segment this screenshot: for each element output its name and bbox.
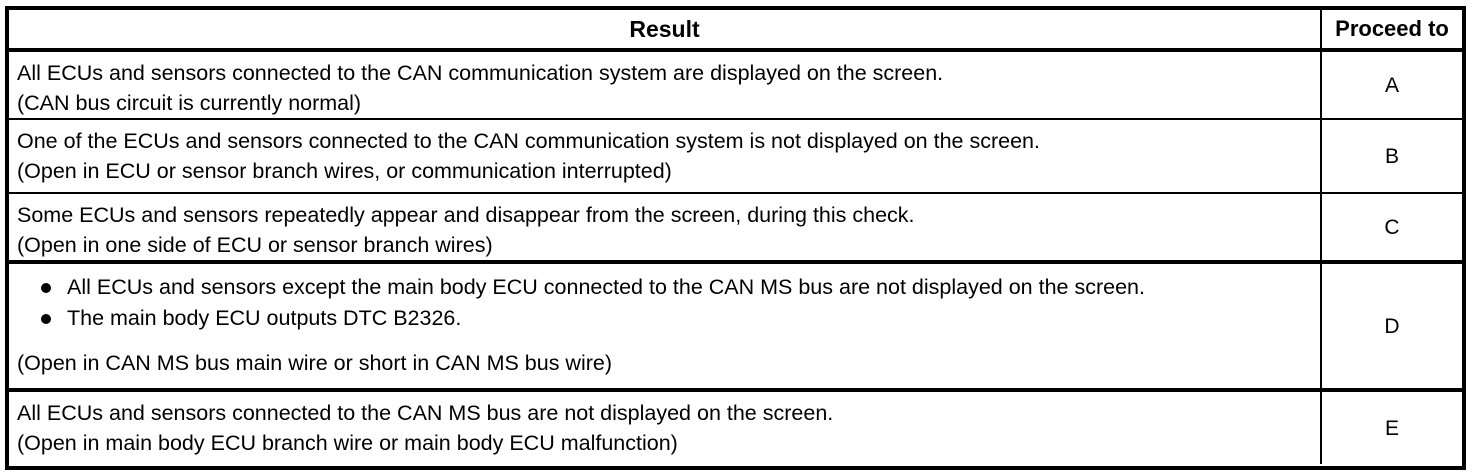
result-cell-a: All ECUs and sensors connected to the CA… xyxy=(9,52,1322,118)
bullet-dot-icon xyxy=(41,314,51,324)
proceed-to-value: D xyxy=(1384,314,1400,338)
result-proceed-table: Result Proceed to All ECUs and sensors c… xyxy=(5,6,1466,470)
bullet-dot-icon xyxy=(41,283,51,293)
bullet-text: The main body ECU outputs DTC B2326. xyxy=(67,306,462,330)
proceed-to-value: E xyxy=(1384,416,1399,440)
result-cell-e: All ECUs and sensors connected to the CA… xyxy=(9,392,1322,464)
column-header-result: Result xyxy=(9,10,1322,48)
result-line: (Open in one side of ECU or sensor branc… xyxy=(17,233,493,257)
bullet-list: All ECUs and sensors except the main bod… xyxy=(17,272,1312,334)
result-cell-d: All ECUs and sensors except the main bod… xyxy=(9,264,1322,388)
result-line: All ECUs and sensors connected to the CA… xyxy=(17,61,944,85)
proceed-to-value: A xyxy=(1384,73,1399,97)
result-cell-c: Some ECUs and sensors repeatedly appear … xyxy=(9,194,1322,260)
result-line: (CAN bus circuit is currently normal) xyxy=(17,91,362,115)
proceed-to-cell-d: D xyxy=(1322,264,1462,388)
result-line: One of the ECUs and sensors connected to… xyxy=(17,129,1040,153)
proceed-to-cell-a: A xyxy=(1322,52,1462,118)
column-header-proceed-to: Proceed to xyxy=(1322,10,1462,48)
bullet-text: All ECUs and sensors except the main bod… xyxy=(67,275,1145,299)
table-row: One of the ECUs and sensors connected to… xyxy=(9,120,1462,194)
result-line: (Open in main body ECU branch wire or ma… xyxy=(17,431,678,455)
result-line: All ECUs and sensors connected to the CA… xyxy=(17,401,834,425)
result-cell-b: One of the ECUs and sensors connected to… xyxy=(9,120,1322,192)
column-header-result-label: Result xyxy=(629,15,700,42)
result-line: Some ECUs and sensors repeatedly appear … xyxy=(17,203,915,227)
result-line: (Open in ECU or sensor branch wires, or … xyxy=(17,159,672,183)
table-row: All ECUs and sensors connected to the CA… xyxy=(9,52,1462,120)
table-row: All ECUs and sensors connected to the CA… xyxy=(9,392,1462,464)
proceed-to-value: B xyxy=(1384,144,1399,168)
table-row: Some ECUs and sensors repeatedly appear … xyxy=(9,194,1462,264)
list-item: The main body ECU outputs DTC B2326. xyxy=(17,303,1312,334)
column-header-proceed-to-label: Proceed to xyxy=(1335,16,1449,41)
proceed-to-cell-c: C xyxy=(1322,194,1462,260)
table-row: All ECUs and sensors except the main bod… xyxy=(9,264,1462,392)
result-line: (Open in CAN MS bus main wire or short i… xyxy=(17,351,613,375)
proceed-to-cell-b: B xyxy=(1322,120,1462,192)
proceed-to-cell-e: E xyxy=(1322,392,1462,464)
list-item: All ECUs and sensors except the main bod… xyxy=(17,272,1312,303)
proceed-to-value: C xyxy=(1384,215,1400,239)
spacer xyxy=(17,334,1312,348)
table-header-row: Result Proceed to xyxy=(9,10,1462,52)
